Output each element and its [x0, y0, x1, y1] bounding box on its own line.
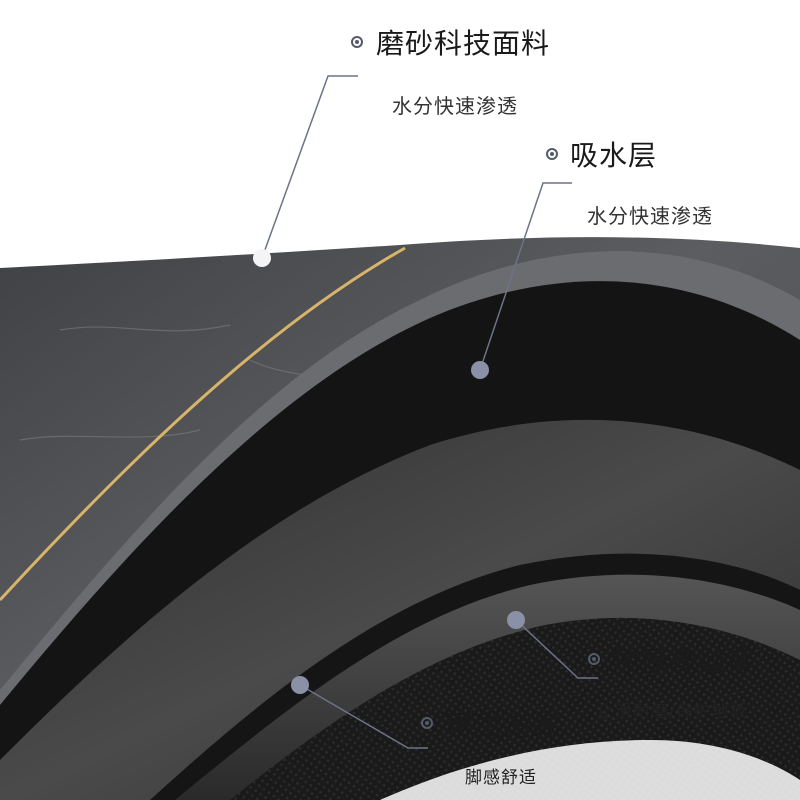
leader-lines: [261, 75, 598, 749]
bullet-icon: [588, 653, 600, 665]
surface-subtitle: 水分快速渗透: [392, 94, 518, 118]
gold-line: [0, 246, 406, 602]
leader-absorb: [479, 182, 572, 371]
bullet-icon: [421, 717, 433, 729]
rubber-subtitle: 止滑耐磨/保护地板: [597, 702, 748, 722]
absorb-title: 吸水层: [570, 139, 658, 172]
foam-title: 再生海绵: [445, 709, 562, 742]
marker-surface: [253, 249, 271, 267]
bullet-icon: [351, 36, 363, 48]
leader-rubber: [515, 619, 598, 679]
leader-foam: [299, 684, 428, 749]
surface-title: 磨砂科技面料: [376, 27, 551, 60]
bullet-icon: [546, 148, 558, 160]
bottom-fade: [380, 740, 800, 800]
rubber-title: 加厚橡胶底: [612, 645, 758, 678]
absorb-subtitle: 水分快速渗透: [587, 204, 713, 228]
marker-foam: [291, 676, 309, 694]
marker-rubber: [507, 611, 525, 629]
marker-absorb: [471, 361, 489, 379]
leader-surface: [261, 75, 358, 259]
foam-subtitle: 脚感舒适: [465, 768, 537, 788]
